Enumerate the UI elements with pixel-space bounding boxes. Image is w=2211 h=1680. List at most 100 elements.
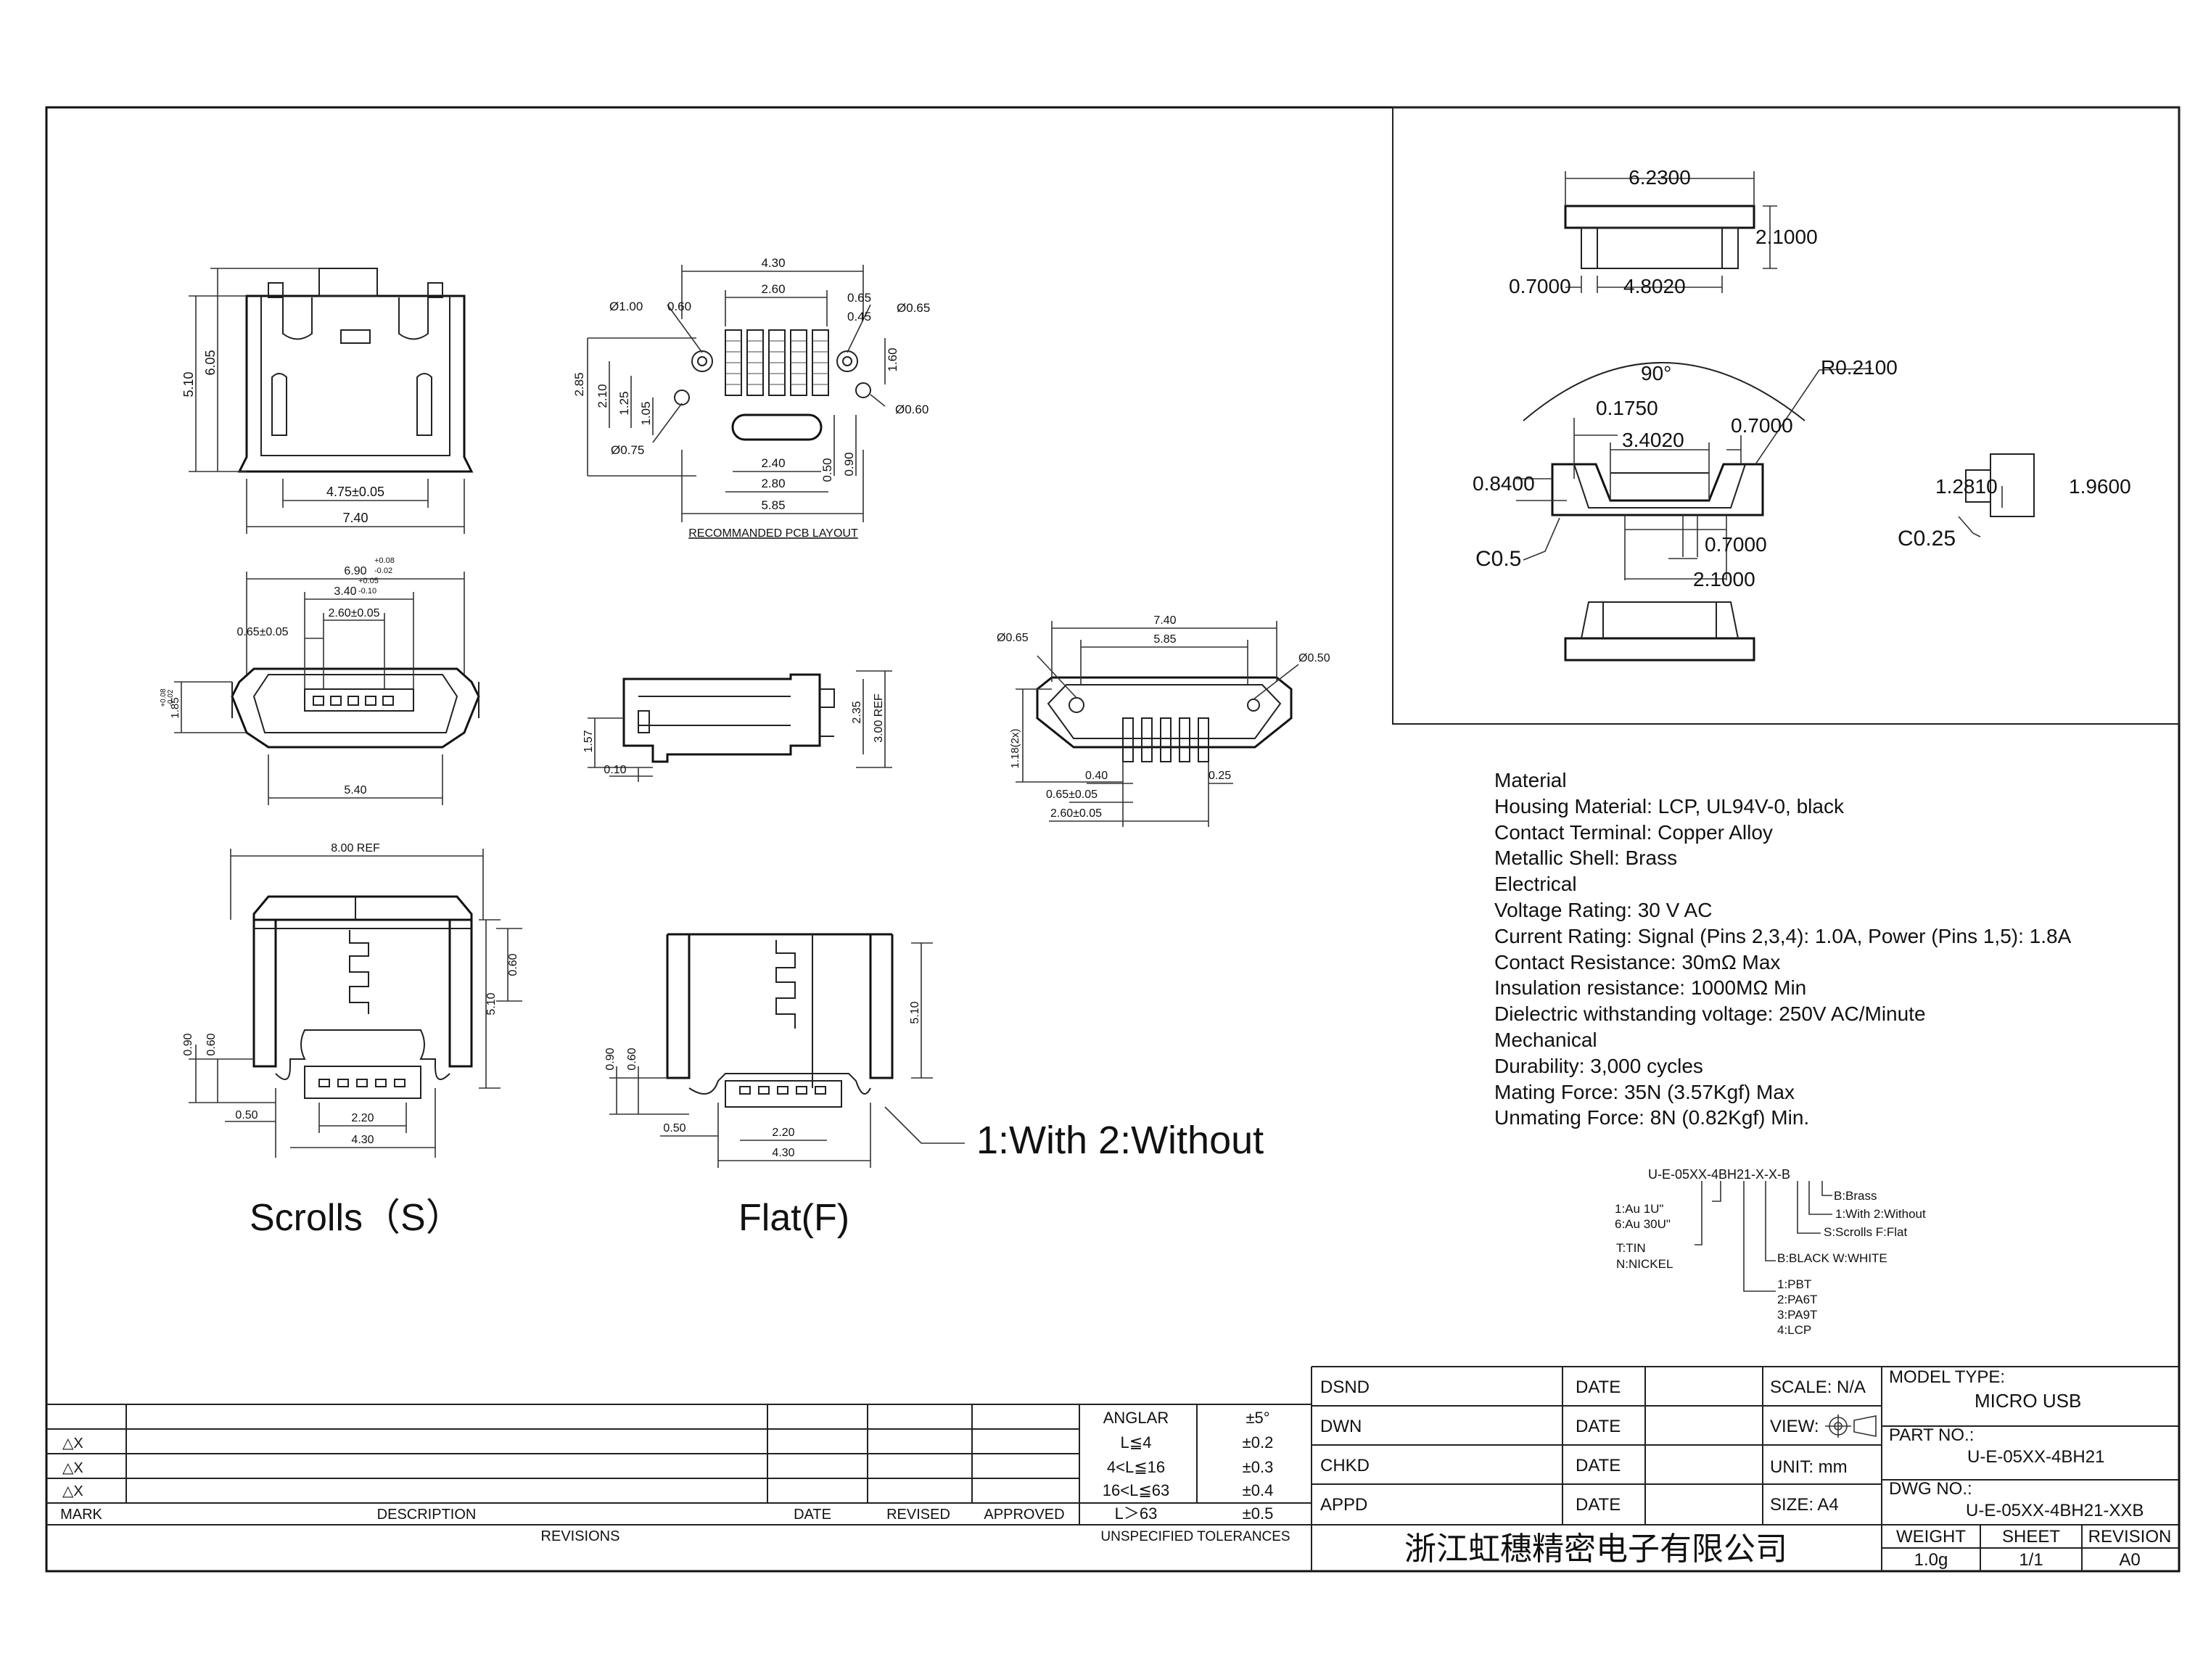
plug-dim-s1: 1.2810: [1935, 475, 1998, 498]
pcb-dim-w3: 5.85: [761, 498, 785, 512]
tb-dwg-no-label: DWG NO.:: [1889, 1479, 1972, 1499]
face-dim-w1-tol-up: +0.08: [374, 556, 395, 565]
flat-dim-h3: 0.60: [626, 1047, 638, 1070]
spec-line: Contact Terminal: Copper Alloy: [1494, 820, 1773, 844]
plug-dim-a5: C0.5: [1475, 547, 1521, 571]
face-dim-h1: 1.85: [169, 697, 181, 718]
code-with: 1:With 2:Without: [1835, 1207, 1926, 1221]
tb-model-type: MICRO USB: [1975, 1390, 2081, 1412]
scroll-dim-h1: 0.60: [507, 953, 519, 976]
tb-scale: SCALE: N/A: [1770, 1378, 1866, 1397]
tb-view: VIEW:: [1770, 1417, 1819, 1436]
tb-unit: UNIT: mm: [1770, 1457, 1848, 1477]
plug-dim-w2: 0.7000: [1509, 275, 1571, 297]
tb-size: SIZE: A4: [1770, 1495, 1839, 1515]
tol-value-1: ±5°: [1246, 1409, 1269, 1427]
tol-value-5: ±0.5: [1243, 1504, 1274, 1523]
code-mat2: 2:PA6T: [1777, 1293, 1817, 1306]
tb-date-1: DATE: [1576, 1378, 1621, 1397]
front-view: 5.10 6.05 4.75±0.05 7.40: [181, 268, 474, 534]
front-dim-w1: 4.75±0.05: [326, 485, 384, 499]
code-tin1: T:TIN: [1616, 1241, 1646, 1255]
tb-date-3: DATE: [1576, 1456, 1621, 1475]
tb-dsnd: DSND: [1320, 1378, 1370, 1397]
spec-line: Contact Resistance: 30mΩ Max: [1494, 950, 1781, 973]
bottom-view: 7.40 5.85 Ø0.65 Ø0.50 1.18(2x) 0.40 0.65…: [997, 614, 1330, 827]
plug-dim-a2: 3.4020: [1622, 429, 1684, 451]
face-dim-h1-tol-dn: -0.02: [167, 689, 175, 706]
pcb-dim-v2: 0.90: [842, 452, 856, 476]
scroll-label: Scrolls（S）: [250, 1197, 464, 1239]
tol-label-2: L≦4: [1121, 1433, 1152, 1452]
plug-dim-a7: 2.1000: [1693, 568, 1755, 590]
code-color: B:BLACK W:WHITE: [1777, 1251, 1887, 1265]
bottom-dim-d2: Ø0.50: [1298, 652, 1330, 664]
bottom-dim-top: 7.40: [1153, 614, 1176, 627]
pcb-dim-h2: 2.10: [596, 384, 609, 408]
spec-line: Housing Material: LCP, UL94V-0, black: [1494, 794, 1844, 818]
spec-line: Metallic Shell: Brass: [1494, 847, 1678, 870]
spec-line: Unmating Force: 8N (0.82Kgf) Min.: [1494, 1106, 1810, 1129]
tb-revision-label: REVISION: [2088, 1527, 2172, 1547]
plug-dim-w3: 4.8020: [1623, 275, 1686, 297]
tol-value-2: ±0.2: [1243, 1433, 1274, 1452]
scroll-dim-w1: 0.50: [235, 1109, 258, 1121]
spec-line: Durability: 3,000 cycles: [1494, 1054, 1703, 1077]
flat-label: Flat(F): [738, 1197, 849, 1239]
tb-part-no-label: PART NO.:: [1889, 1425, 1974, 1445]
pcb-dim-top: 4.30: [761, 256, 785, 270]
rev-row-1: △X: [62, 1436, 83, 1452]
spec-line: Dielectric withstanding voltage: 250V AC…: [1494, 1002, 1926, 1026]
plug-dim-a6: 0.7000: [1705, 533, 1767, 556]
front-dim-h1: 5.10: [181, 371, 196, 397]
rev-header-description: DESCRIPTION: [377, 1507, 477, 1523]
pcb-dim-d2: 0.60: [667, 300, 691, 313]
pcb-dim-h3: 1.25: [617, 391, 631, 415]
rev-header-approved: APPROVED: [984, 1507, 1064, 1523]
spec-line: Insulation resistance: 1000MΩ Min: [1494, 976, 1807, 1000]
sheet-border: [45, 106, 2181, 1573]
scroll-dim-top: 8.00 REF: [331, 842, 380, 855]
plug-dim-a4: 0.8400: [1473, 472, 1535, 495]
specifications: Material Housing Material: LCP, UL94V-0,…: [1494, 767, 2071, 1131]
flat-dim-w3: 4.30: [772, 1147, 794, 1159]
tb-chkd: CHKD: [1320, 1456, 1370, 1475]
rev-footer: REVISIONS: [541, 1528, 620, 1544]
scroll-dim-w2: 2.20: [351, 1112, 374, 1124]
code-plating1: 1:Au 1U": [1615, 1202, 1663, 1216]
tb-date-2: DATE: [1576, 1417, 1621, 1436]
face-dim-w4: 0.65±0.05: [236, 626, 288, 638]
side-view: 2.35 3.00 REF 1.57 0.10: [582, 670, 892, 782]
tb-dwn: DWN: [1320, 1417, 1362, 1436]
plug-dim-s3: C0.25: [1898, 527, 1956, 551]
plug-dim-w1: 6.2300: [1629, 166, 1691, 189]
tb-appd: APPD: [1320, 1495, 1367, 1515]
rev-header-date: DATE: [794, 1507, 831, 1523]
tb-revision: A0: [2119, 1550, 2140, 1570]
plug-dim-a3: 0.7000: [1731, 414, 1793, 437]
pcb-dim-pitch: 2.60: [761, 282, 785, 296]
pcb-dim-d1: Ø1.00: [609, 300, 643, 313]
code-mat1: 1:PBT: [1777, 1277, 1811, 1291]
code-brass: B:Brass: [1834, 1189, 1877, 1203]
flat-dim-w2: 2.20: [772, 1127, 794, 1139]
side-dim-w1: 0.10: [604, 764, 626, 776]
tol-footer: UNSPECIFIED TOLERANCES: [1100, 1529, 1290, 1544]
title-block: DSND DWN CHKD APPD DATE DATE DATE DATE S…: [1312, 1366, 2179, 1571]
code-plating2: 6:Au 30U": [1615, 1217, 1671, 1231]
rev-header-revised: REVISED: [886, 1507, 950, 1523]
scroll-dim-h2: 5.10: [485, 992, 498, 1015]
pcb-dim-w2: 2.80: [761, 477, 785, 490]
bottom-dim-h1: 1.18(2x): [1009, 728, 1021, 768]
spec-line: Current Rating: Signal (Pins 2,3,4): 1.0…: [1494, 924, 2072, 947]
flat-dim-h1: 5.10: [909, 1001, 921, 1024]
tb-sheet: 1/1: [2019, 1550, 2043, 1570]
plug-dim-a1: 0.1750: [1596, 397, 1658, 419]
flat-dim-h2: 0.90: [604, 1047, 617, 1070]
spec-line: Electrical: [1494, 873, 1577, 896]
code-mat3: 3:PA9T: [1777, 1308, 1817, 1322]
side-dim-h1: 2.35: [851, 701, 863, 723]
scroll-dim-h3: 0.90: [182, 1033, 194, 1055]
part-code: U-E-05XX-4BH21-X-X-B: [1648, 1167, 1790, 1182]
